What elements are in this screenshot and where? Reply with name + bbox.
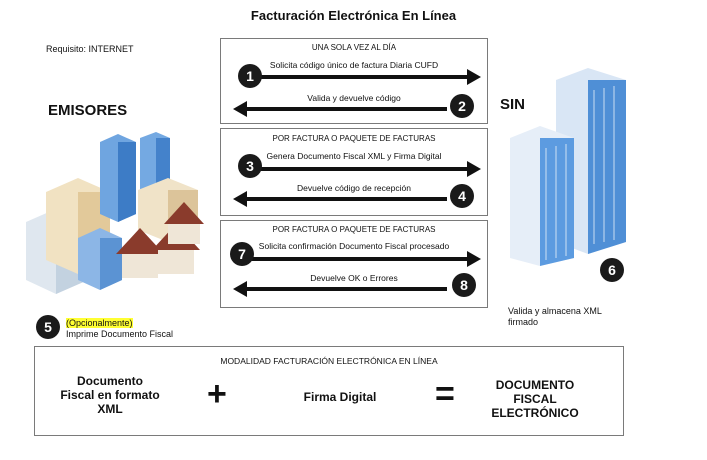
emisores-label: EMISORES [48,102,128,119]
page-title: Facturación Electrónica En Línea [250,8,457,23]
step-5-badge: 5 [36,315,60,339]
xml-document-line1: Documento [77,374,143,388]
xml-document-line2: Fiscal en formato [60,388,160,402]
response-message: Devuelve OK o Errores [310,273,398,283]
arrow-left-shaft [247,107,447,111]
arrow-right-head-icon [467,251,481,267]
modality-header: MODALIDAD FACTURACIÓN ELECTRÓNICA EN LÍN… [220,356,438,366]
arrow-right-head-icon [467,161,481,177]
arrow-right-shaft [239,75,469,79]
request-message: Solicita confirmación Documento Fiscal p… [258,241,450,251]
exchange-box-invoice: POR FACTURA O PAQUETE DE FACTURAS Genera… [220,128,488,216]
step-8-badge: 8 [452,273,476,297]
plus-sign: + [207,375,227,413]
result-line1: DOCUMENTO [495,378,575,392]
digital-signature-term: Firma Digital [303,390,377,404]
result-line3: ELECTRÓNICO [491,406,579,420]
arrow-right-shaft [239,257,469,261]
arrow-left-head-icon [233,191,247,207]
step-7-badge: 7 [230,242,254,266]
step-5-optional: (Opcionalmente) [66,318,133,328]
exchange-box-daily: UNA SOLA VEZ AL DÍA Solicita código únic… [220,38,488,124]
sin-label: SIN [500,96,526,113]
response-message: Devuelve código de recepción [297,183,411,193]
modality-box: MODALIDAD FACTURACIÓN ELECTRÓNICA EN LÍN… [34,346,624,436]
box-header: POR FACTURA O PAQUETE DE FACTURAS [272,134,436,143]
arrow-left-head-icon [233,101,247,117]
electronic-document-result: DOCUMENTO FISCAL ELECTRÓNICO [475,378,595,420]
optional-highlight: (Opcionalmente) [66,318,133,328]
step-4-badge: 4 [450,184,474,208]
equals-sign: = [435,375,455,413]
step-2-badge: 2 [450,94,474,118]
step-5-text: Imprime Documento Fiscal [66,329,174,339]
arrow-right-head-icon [467,69,481,85]
xml-document-line3: XML [97,402,123,416]
box-header: POR FACTURA O PAQUETE DE FACTURAS [272,225,436,234]
xml-document-term: Documento Fiscal en formato XML [45,374,175,416]
arrow-left-head-icon [233,281,247,297]
response-message: Valida y devuelve código [307,93,401,103]
step-6-text-line2: firmado [508,317,539,327]
arrow-right-shaft [239,167,469,171]
step-1-badge: 1 [238,64,262,88]
step-3-badge: 3 [238,154,262,178]
exchange-box-confirmation: POR FACTURA O PAQUETE DE FACTURAS Solici… [220,220,488,308]
sin-towers-illustration [510,68,626,266]
step-6-badge: 6 [600,258,624,282]
box-header: UNA SOLA VEZ AL DÍA [311,43,397,52]
arrow-left-shaft [247,197,447,201]
result-line2: FISCAL [513,392,557,406]
arrow-left-shaft [247,287,447,291]
requirement-note: Requisito: INTERNET [46,44,134,54]
emisores-buildings-illustration [26,132,204,294]
step-6-text-line1: Valida y almacena XML [508,306,602,316]
request-message: Genera Documento Fiscal XML y Firma Digi… [266,151,442,161]
request-message: Solicita código único de factura Diaria … [269,60,439,70]
